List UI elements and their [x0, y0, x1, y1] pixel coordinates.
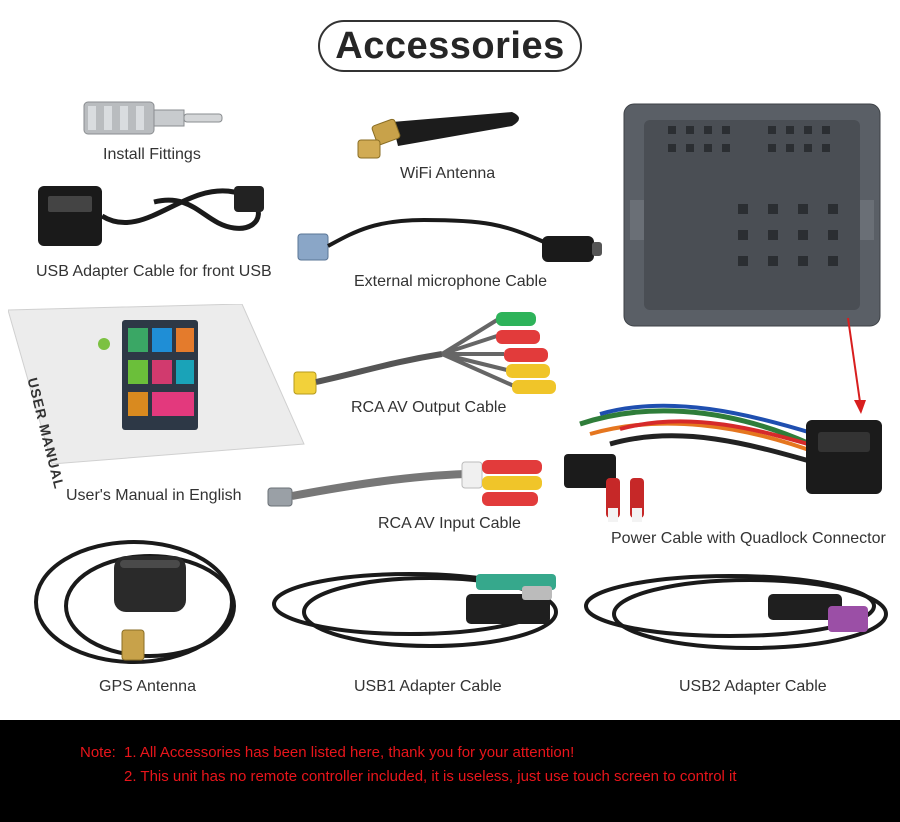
usb2-cable-icon: [584, 574, 888, 650]
rca-in-label: RCA AV Input Cable: [378, 515, 521, 532]
microphone-cable-icon: [297, 217, 602, 262]
rca-input-cable-icon: [267, 460, 542, 507]
gps-label: GPS Antenna: [99, 678, 196, 695]
power-cable-item: [560, 384, 890, 524]
usb1-label: USB1 Adapter Cable: [354, 678, 502, 695]
manual-label: User's Manual in English: [66, 487, 242, 504]
usb-front-label: USB Adapter Cable for front USB: [36, 263, 272, 280]
quadlock-connector-icon: [623, 103, 881, 327]
quadlock-connector-item: [620, 100, 886, 332]
power-cable-label: Power Cable with Quadlock Connector: [611, 530, 886, 547]
gps-antenna-icon: [34, 540, 236, 664]
usb1-cable-icon: [272, 572, 558, 648]
note-prefix: Note:: [80, 744, 116, 761]
page-title: Accessories: [318, 20, 582, 72]
rca-out-label: RCA AV Output Cable: [351, 399, 507, 416]
power-cable-icon: [564, 403, 882, 522]
note-line-2: 2. This unit has no remote controller in…: [124, 768, 737, 785]
manual-item: USER MANUAL: [8, 304, 306, 491]
rca-in-item: [266, 456, 556, 512]
usb2-item: [580, 566, 896, 662]
user-manual-icon: [8, 304, 305, 465]
install-fittings-icon: [83, 101, 223, 135]
gps-item: [30, 530, 246, 670]
note-line-1: 1. All Accessories has been listed here,…: [124, 744, 575, 761]
install-fittings-item: [80, 96, 225, 140]
install-fittings-label: Install Fittings: [103, 146, 201, 163]
usb2-label: USB2 Adapter Cable: [679, 678, 827, 695]
pointer-arrow-icon: [847, 317, 866, 414]
usb-cable-icon: [38, 186, 264, 246]
rca-out-item: [292, 308, 560, 404]
wifi-antenna-item: [352, 102, 532, 164]
ext-mic-item: [294, 212, 606, 274]
rca-output-cable-icon: [293, 312, 556, 395]
wifi-antenna-icon: [357, 112, 519, 159]
note-bar: Note: 1. All Accessories has been listed…: [0, 720, 900, 822]
page-title-text: Accessories: [335, 24, 565, 67]
ext-mic-label: External microphone Cable: [354, 273, 547, 290]
usb1-item: [270, 560, 566, 660]
wifi-antenna-label: WiFi Antenna: [400, 165, 496, 182]
usb-front-item: [34, 172, 274, 254]
